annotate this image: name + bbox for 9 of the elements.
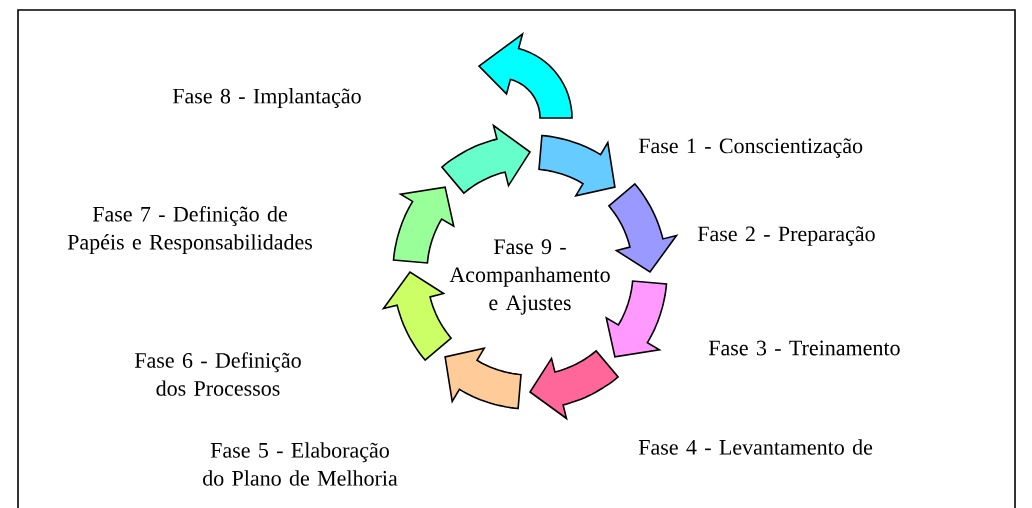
phase-label: Fase 7 - Definição de Papéis e Responsabilidades [67,205,312,255]
phase-label: Fase 6 - Definição dos Processos [134,352,301,396]
phase-label: Fase 9 - Acompanhamento e Ajustes [449,239,610,315]
phase-label: Fase 5 - Elaboração do Plano de Melhoria [203,442,398,486]
phase-label: Fase 2 - Preparação [697,226,875,246]
phase-label: Fase 3 - Treinamento [708,340,900,356]
phase-label: Fase 1 - Conscientização [638,138,863,158]
phase-label: Fase 8 - Implantação [172,88,361,108]
phase-label: Fase 4 - Levantamento de [638,439,873,455]
